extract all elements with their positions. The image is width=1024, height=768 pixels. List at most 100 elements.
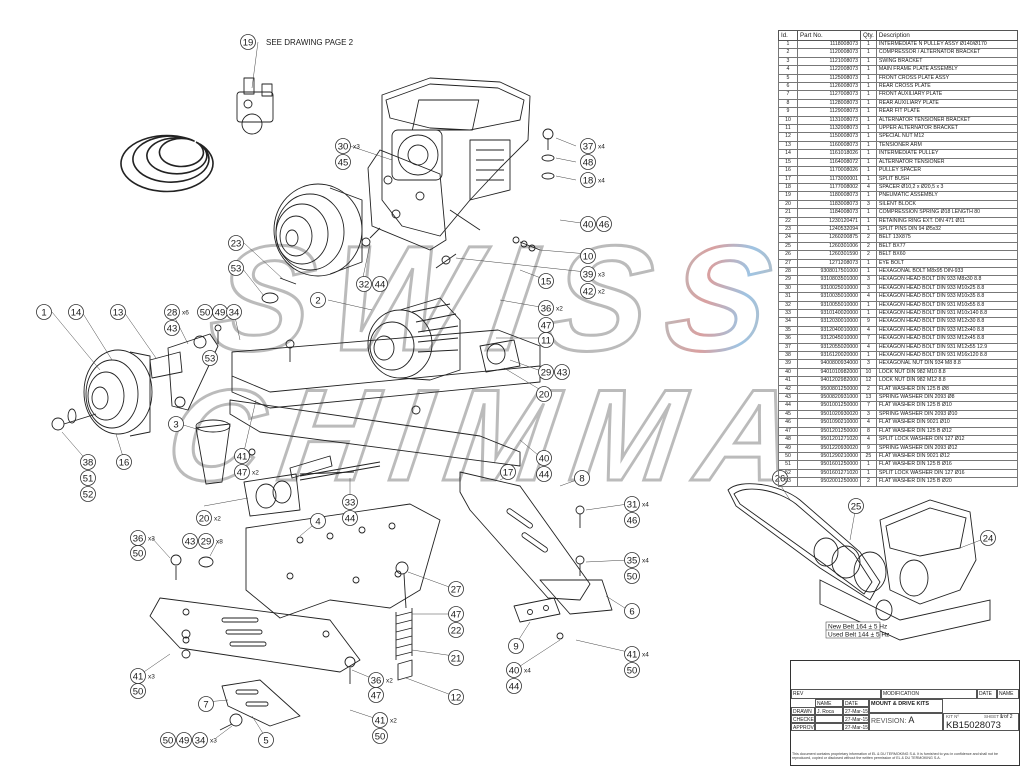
row-description: HEXAGON HEAD BOLT DIN 933 M12x30 8.8 bbox=[875, 317, 1019, 327]
callout-balloon bbox=[258, 732, 274, 748]
callout-number: 51 bbox=[83, 473, 94, 484]
callout-43: 43 bbox=[554, 364, 570, 380]
callout-quantity: x2 bbox=[556, 306, 563, 313]
callout-number: 50 bbox=[375, 731, 386, 742]
callout-quantity: x4 bbox=[598, 178, 605, 185]
callout-balloon bbox=[536, 466, 552, 482]
row-part-no: 9501220930020 bbox=[797, 443, 861, 453]
drawn-date: 27-Mar-15 bbox=[843, 707, 869, 715]
row-description: EYE BOLT bbox=[875, 258, 1019, 268]
row-id: 43 bbox=[778, 393, 798, 403]
callout-balloon bbox=[176, 732, 192, 748]
row-qty: 3 bbox=[860, 409, 877, 420]
callout-balloon bbox=[624, 512, 640, 528]
callout-balloon bbox=[624, 568, 640, 584]
callout-number: 47 bbox=[541, 320, 552, 331]
callout-25: 25 bbox=[848, 498, 864, 514]
callout-balloon bbox=[624, 496, 640, 512]
row-part-no: 9501290210000 bbox=[797, 451, 861, 462]
callout-balloon bbox=[448, 650, 464, 666]
callout-balloon bbox=[110, 304, 126, 320]
row-qty: 1 bbox=[860, 308, 877, 319]
row-qty: 2 bbox=[860, 384, 877, 395]
row-description: HEXAGON HEAD BOLT DIN 931 M10x140 8.8 bbox=[875, 308, 1019, 319]
row-qty: 1 bbox=[860, 90, 877, 100]
row-part-no: 1230120471 bbox=[797, 216, 861, 226]
callout-12: 12 bbox=[448, 689, 464, 705]
row-id: 2 bbox=[778, 48, 798, 58]
row-id: 11 bbox=[778, 124, 798, 134]
row-description: HEXAGON HEAD BOLT DIN 931 M12x55 12.9 bbox=[875, 342, 1019, 353]
callout-number: 14 bbox=[71, 307, 82, 318]
row-description: BELT 13X875 bbox=[875, 233, 1019, 243]
callout-40: 40 bbox=[580, 216, 596, 232]
row-qty: 1 bbox=[860, 132, 877, 142]
row-qty: 12 bbox=[860, 376, 877, 386]
callout-number: 43 bbox=[167, 323, 178, 334]
callout-43: 43 bbox=[164, 320, 180, 336]
callout-balloon bbox=[192, 732, 208, 748]
row-qty: 3 bbox=[860, 275, 877, 285]
callout-number: 10 bbox=[583, 251, 594, 262]
row-part-no: 1150008073 bbox=[797, 132, 861, 142]
row-id: 3 bbox=[778, 56, 798, 67]
row-part-no: 9500801250000 bbox=[797, 384, 861, 395]
row-part-no: 1122008073 bbox=[797, 65, 861, 75]
belt-note-new: New Belt 164 ± 5 Hz bbox=[828, 624, 887, 631]
row-qty: 1 bbox=[860, 191, 877, 201]
callout-50: 50 bbox=[624, 662, 640, 678]
row-description: UPPER ALTERNATOR BRACKET bbox=[875, 124, 1019, 134]
callout-number: 44 bbox=[375, 279, 386, 290]
row-id: 6 bbox=[778, 82, 798, 92]
coiled-tube bbox=[120, 134, 214, 193]
callout-balloon bbox=[980, 530, 996, 546]
row-id: 24 bbox=[778, 233, 798, 243]
callout-number: 50 bbox=[163, 735, 174, 746]
callout-50: 50 bbox=[197, 304, 213, 320]
row-id: 53 bbox=[778, 477, 798, 487]
callout-balloon bbox=[596, 216, 612, 232]
callout-51: 51 bbox=[80, 470, 96, 486]
row-id: 22 bbox=[778, 216, 798, 226]
row-description: ALTERNATOR TENSIONER BRACKET bbox=[875, 115, 1019, 126]
row-part-no: 1129008073 bbox=[797, 107, 861, 117]
row-id: 38 bbox=[778, 351, 798, 361]
row-description: LOCK NUT DIN 982 M10 8.8 bbox=[875, 367, 1019, 378]
callout-number: 20 bbox=[539, 389, 550, 400]
row-part-no: 9310803501000 bbox=[797, 275, 861, 285]
callout-19: 19 bbox=[240, 34, 256, 50]
header-id: Id. bbox=[778, 30, 798, 41]
compressor bbox=[381, 77, 531, 237]
row-description: SPRING WASHER DIN 2093 Ø12 bbox=[875, 443, 1019, 453]
callout-balloon bbox=[164, 320, 180, 336]
alternator bbox=[367, 297, 461, 381]
row-id: 21 bbox=[778, 208, 798, 218]
callout-3: 3 bbox=[168, 416, 184, 432]
callout-number: 40 bbox=[539, 453, 550, 464]
callout-number: 35 bbox=[627, 555, 638, 566]
row-part-no: 1121008073 bbox=[797, 56, 861, 67]
row-qty: 1 bbox=[860, 56, 877, 67]
callout-number: 29 bbox=[541, 367, 552, 378]
row-id: 19 bbox=[778, 191, 798, 201]
callout-number: 36 bbox=[133, 533, 144, 544]
row-id: 42 bbox=[778, 384, 798, 395]
callout-number: 41 bbox=[375, 715, 386, 726]
row-part-no: 1127008073 bbox=[797, 90, 861, 100]
row-part-no: 1132008073 bbox=[797, 124, 861, 134]
